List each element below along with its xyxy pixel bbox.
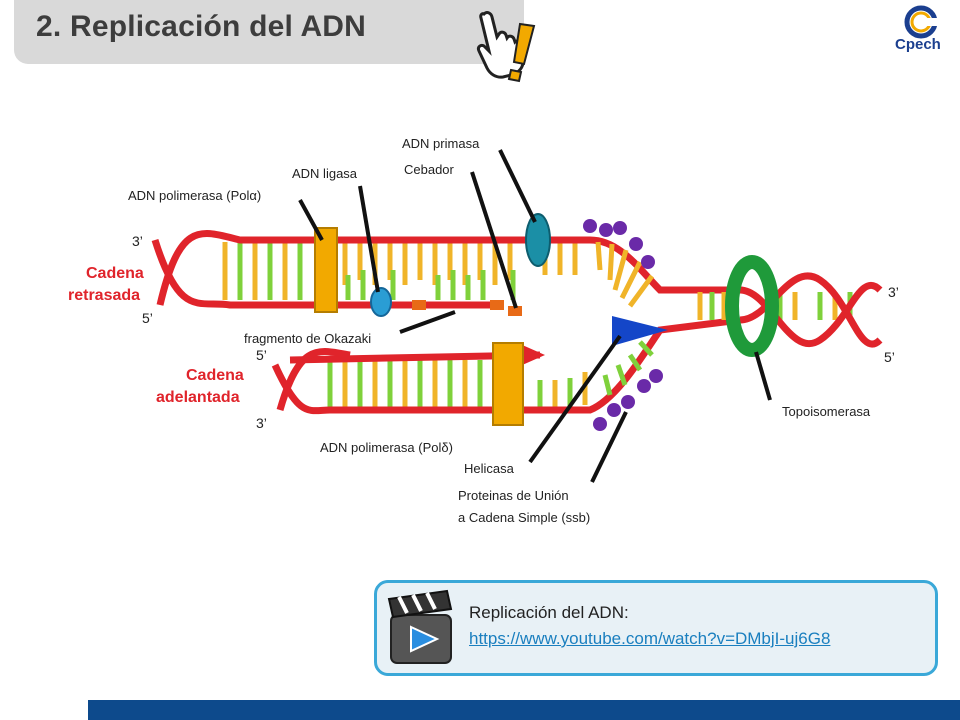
logo-text: Cpech: [895, 36, 941, 53]
label-fragmento-okazaki: fragmento de Okazaki: [244, 331, 371, 346]
label-adn-polimerasa-alfa: ADN polimerasa (Polα): [128, 188, 261, 203]
ssb-proteins: [583, 219, 663, 431]
label-adn-polimerasa-delta: ADN polimerasa (Polδ): [320, 440, 453, 455]
page-title: 2. Replicación del ADN: [36, 10, 367, 43]
ligase-icon: [370, 287, 392, 317]
label-cadena-retrasada-2: retrasada: [68, 287, 140, 304]
lagging-bases: [222, 242, 578, 300]
label-adn-ligasa: ADN ligasa: [292, 166, 358, 181]
label-topoisomerasa: Topoisomerasa: [782, 404, 871, 419]
label-proteinas-2: a Cadena Simple (ssb): [458, 510, 590, 525]
pointer-lines: [298, 149, 772, 483]
topoisomerase-ring-icon: [725, 255, 779, 357]
end-label-top-left-3: 3’: [132, 233, 143, 249]
video-clapper-icon[interactable]: [385, 589, 457, 669]
polymerase-delta-icon: [492, 342, 524, 426]
hand-pointer-icon: [477, 11, 536, 83]
end-label-top-left-5: 5’: [142, 310, 153, 326]
label-proteinas-1: Proteinas de Unión: [458, 488, 569, 503]
label-cadena-adelantada-1: Cadena: [186, 367, 244, 384]
helicase-icon: [612, 316, 668, 346]
end-label-bottom-left-5: 5’: [256, 347, 267, 363]
end-label-right-3: 3’: [888, 284, 899, 300]
label-adn-primasa: ADN primasa: [402, 136, 480, 151]
label-cadena-adelantada-2: adelantada: [156, 389, 240, 406]
video-callout: Replicación del ADN: https://www.youtube…: [374, 580, 938, 676]
cpech-logo-icon: [904, 5, 938, 39]
polymerase-alpha-icon: [314, 227, 338, 313]
label-cadena-retrasada-1: Cadena: [86, 265, 144, 282]
end-label-bottom-left-3: 3’: [256, 415, 267, 431]
label-cebador: Cebador: [404, 162, 455, 177]
video-title: Replicación del ADN:: [469, 603, 629, 622]
footer-bar: [88, 700, 960, 720]
video-link[interactable]: https://www.youtube.com/watch?v=DMbjI-uj…: [469, 629, 831, 648]
label-helicasa: Helicasa: [464, 461, 515, 476]
title-bar: [14, 0, 524, 64]
fork-bases: [595, 241, 655, 396]
end-label-right-5: 5’: [884, 349, 895, 365]
primase-icon: [525, 213, 551, 267]
